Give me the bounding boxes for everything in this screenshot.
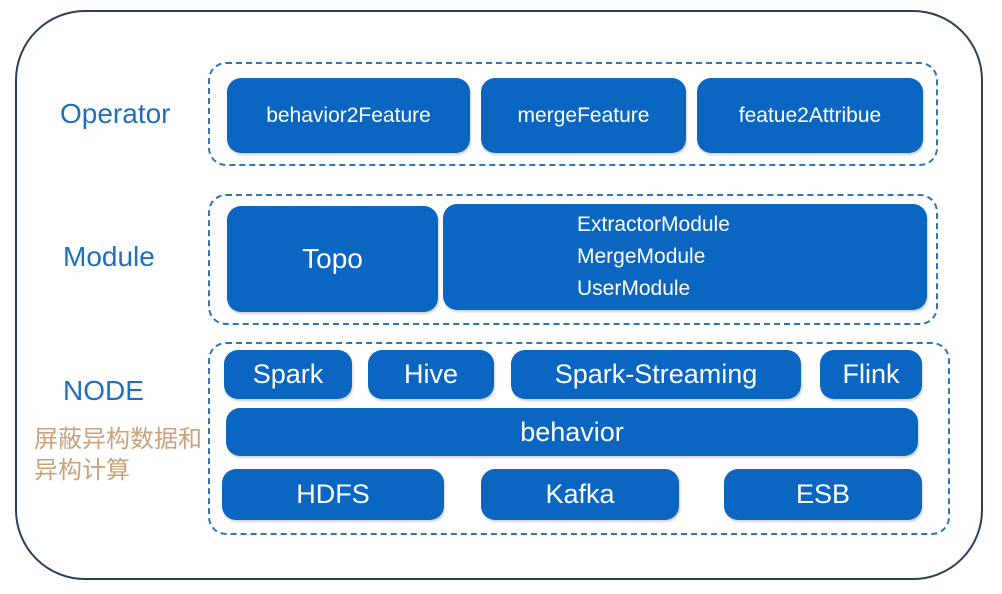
- engine-box-spark-streaming: Spark-Streaming: [511, 350, 801, 399]
- behavior-bar: behavior: [226, 408, 918, 456]
- operator-box-behavior2feature: behavior2Feature: [227, 78, 470, 153]
- module-item-extractor: ExtractorModule: [577, 213, 730, 236]
- operator-box-mergefeature: mergeFeature: [481, 78, 686, 153]
- node-group: [208, 342, 950, 535]
- module-group: [208, 194, 938, 325]
- engine-box-spark: Spark: [224, 350, 352, 399]
- module-box-modules: ExtractorModule MergeModule UserModule: [443, 204, 927, 310]
- operator-box-featue2attribue: featue2Attribue: [697, 78, 923, 153]
- layer-label-node: NODE: [63, 375, 144, 406]
- module-item-merge: MergeModule: [577, 245, 706, 268]
- operator-group: [208, 62, 938, 166]
- module-box-topo: Topo: [227, 206, 438, 312]
- architecture-frame: [15, 10, 983, 580]
- module-item-user: UserModule: [577, 277, 691, 300]
- engine-box-flink: Flink: [820, 350, 922, 399]
- storage-box-hdfs: HDFS: [222, 469, 444, 520]
- layer-note: 屏蔽异构数据和异构计算: [34, 425, 202, 484]
- layer-label-module: Module: [63, 241, 155, 272]
- layer-label-operator: Operator: [60, 98, 171, 129]
- storage-box-kafka: Kafka: [481, 469, 679, 520]
- engine-box-hive: Hive: [368, 350, 494, 399]
- storage-box-esb: ESB: [724, 469, 922, 520]
